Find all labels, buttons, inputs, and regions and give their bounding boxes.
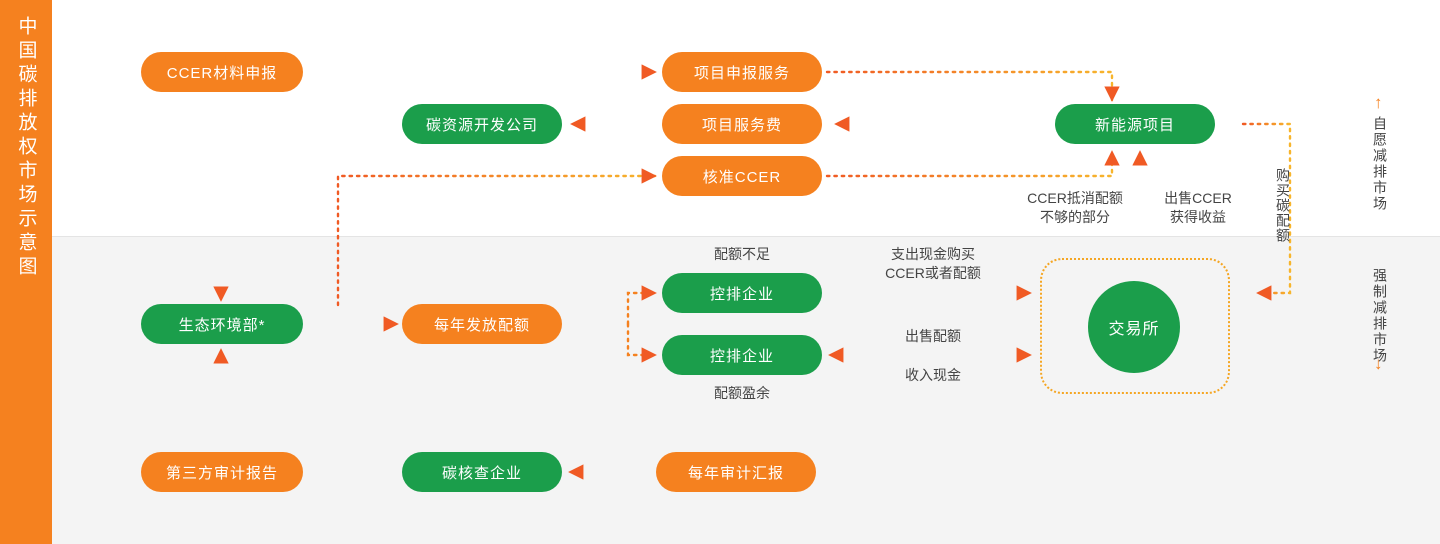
- label-pay-cash-buy: 支出现金购买 CCER或者配额: [885, 246, 981, 281]
- voluntary-market-label: 自愿减排市场: [1372, 116, 1388, 212]
- mandatory-market-down-arrow: ↓: [1374, 354, 1383, 373]
- node-approve-ccer[interactable]: 核准CCER: [662, 156, 822, 196]
- node-label: 项目服务费: [701, 116, 782, 134]
- node-label: 每年发放配额: [433, 316, 530, 334]
- label-quota-shortage: 配额不足: [714, 246, 770, 262]
- exchange-node[interactable]: 交易所: [1088, 281, 1180, 373]
- node-label: 项目申报服务: [693, 64, 790, 82]
- node-label: 生态环境部*: [178, 316, 266, 334]
- node-controlled-enterprise-1[interactable]: 控排企业: [662, 273, 822, 313]
- node-label: 第三方审计报告: [165, 464, 278, 482]
- label-receive-cash: 收入现金: [905, 367, 961, 383]
- node-label: 每年审计汇报: [687, 464, 784, 482]
- node-controlled-enterprise-2[interactable]: 控排企业: [662, 335, 822, 375]
- node-label: 新能源项目: [1094, 116, 1175, 134]
- node-annual-audit-report[interactable]: 每年审计汇报: [656, 452, 816, 492]
- node-carbon-dev-company[interactable]: 碳资源开发公司: [402, 104, 562, 144]
- node-label: CCER材料申报: [166, 64, 278, 82]
- node-annual-quota[interactable]: 每年发放配额: [402, 304, 562, 344]
- title-rail: 中国碳排放权市场示意图: [0, 0, 52, 544]
- node-label: 控排企业: [709, 347, 774, 365]
- label-buy-carbon-quota: 购买碳配额: [1275, 168, 1291, 243]
- node-label: 碳资源开发公司: [425, 116, 538, 134]
- page-title: 中国碳排放权市场示意图: [15, 16, 37, 280]
- exchange-label: 交易所: [1108, 321, 1160, 338]
- node-ccer-material[interactable]: CCER材料申报: [141, 52, 303, 92]
- voluntary-market-up-arrow: ↑: [1374, 93, 1383, 112]
- label-quota-surplus: 配额盈余: [714, 385, 770, 401]
- node-carbon-verification-company[interactable]: 碳核查企业: [402, 452, 562, 492]
- node-project-declare-service[interactable]: 项目申报服务: [662, 52, 822, 92]
- node-label: 碳核查企业: [441, 464, 522, 482]
- node-label: 核准CCER: [702, 168, 782, 186]
- node-label: 控排企业: [709, 285, 774, 303]
- label-sell-ccer-gain: 出售CCER 获得收益: [1164, 190, 1232, 225]
- exchange-container: [1040, 258, 1230, 394]
- label-sell-quota: 出售配额: [905, 328, 961, 344]
- node-third-party-audit-report[interactable]: 第三方审计报告: [141, 452, 303, 492]
- node-new-energy-project[interactable]: 新能源项目: [1055, 104, 1215, 144]
- label-ccer-offset-shortfall: CCER抵消配额 不够的部分: [1027, 190, 1123, 225]
- node-ministry-env[interactable]: 生态环境部*: [141, 304, 303, 344]
- mandatory-market-label: 强制减排市场: [1372, 268, 1388, 364]
- node-project-service-fee[interactable]: 项目服务费: [662, 104, 822, 144]
